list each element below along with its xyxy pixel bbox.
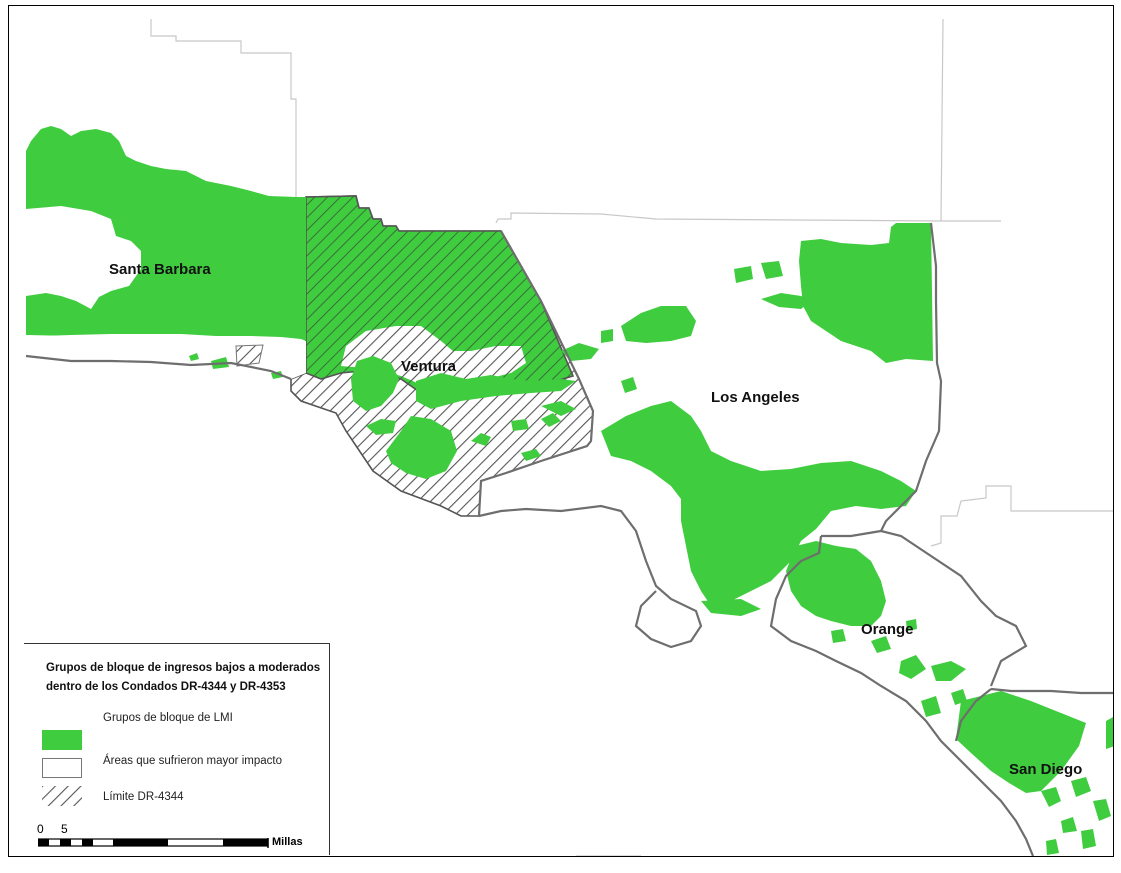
los-angeles-lmi-areas: [511, 223, 933, 616]
santa-barbara-county: [26, 126, 306, 379]
ventura-lmi-area: [351, 356, 399, 411]
map-legend: Grupos de bloque de ingresos bajos a mod…: [24, 643, 330, 855]
county-label-orange: Orange: [861, 621, 914, 638]
scale-label-five: 5: [61, 822, 68, 836]
san-diego-lmi-areas: [956, 691, 1113, 855]
scale-label-zero: 0: [37, 822, 44, 836]
legend-title: Grupos de bloque de ingresos bajos a mod…: [46, 662, 321, 693]
legend-outline-swatch: [42, 758, 82, 778]
orange-lmi-areas: [786, 541, 967, 717]
legend-hatch-swatch: [42, 786, 82, 806]
county-label-santa-barbara: Santa Barbara: [109, 261, 211, 278]
legend-label-impact: Áreas que sufrieron mayor impacto: [103, 755, 282, 767]
northern-county-lines: [150, 18, 1113, 856]
map-canvas: Santa Barbara Ventura Los Angeles Orange…: [25, 18, 1113, 856]
legend-green-fill-swatch: [42, 730, 82, 750]
legend-label-lmi: Grupos de bloque de LMI: [103, 712, 233, 724]
legend-label-dr4344: Límite DR-4344: [103, 791, 184, 803]
scale-unit-label: Millas: [272, 836, 303, 848]
san-diego-camp-pendleton: [956, 691, 1086, 793]
county-boundaries: [25, 222, 1113, 856]
county-label-los-angeles: Los Angeles: [711, 389, 800, 406]
ventura-county: [290, 195, 594, 517]
county-label-san-diego: San Diego: [1009, 761, 1082, 778]
county-label-ventura: Ventura: [401, 358, 457, 375]
scale-bar: [38, 838, 269, 848]
